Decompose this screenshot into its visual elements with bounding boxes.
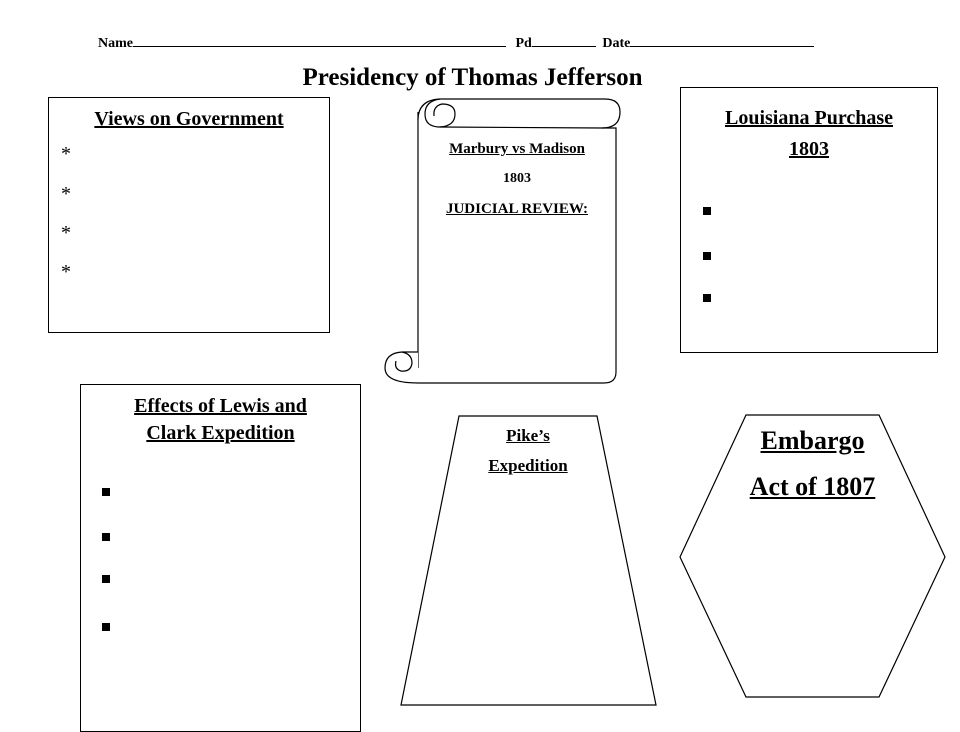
judicial-review-label: JUDICIAL REVIEW: (445, 201, 589, 217)
views-bullet-4: * (61, 261, 71, 283)
lewis-clark-box: Effects of Lewis and Clark Expedition (80, 384, 361, 732)
louisiana-purchase-year: 1803 (789, 138, 829, 160)
name-blank[interactable] (133, 33, 506, 47)
period-label: Pd (515, 36, 532, 51)
name-label: Name (98, 36, 133, 51)
lewis-clark-bullet-2 (102, 533, 110, 541)
louisiana-bullet-1 (703, 207, 711, 215)
views-bullet-3: * (61, 222, 71, 244)
lewis-clark-bullet-1 (102, 488, 110, 496)
embargo-title-line1: Embargo (760, 426, 865, 455)
pike-title-line1: Pike’s (506, 426, 550, 445)
marbury-year: 1803 (503, 171, 531, 186)
date-label: Date (602, 36, 631, 51)
date-blank[interactable] (630, 33, 815, 47)
page-title: Presidency of Thomas Jefferson (302, 64, 643, 91)
lewis-clark-title-line2: Clark Expedition (146, 422, 295, 444)
pike-title-line2: Expedition (488, 456, 568, 475)
marbury-title: Marbury vs Madison (449, 141, 585, 157)
lewis-clark-bullet-4 (102, 623, 110, 631)
worksheet-header: Name Pd Date (98, 33, 815, 52)
lewis-clark-title-line1: Effects of Lewis and (134, 395, 307, 417)
embargo-title-line2: Act of 1807 (749, 472, 876, 501)
views-bullet-1: * (61, 143, 71, 165)
louisiana-purchase-box: Louisiana Purchase 1803 (680, 87, 938, 353)
views-on-government-title: Views on Government (94, 108, 284, 130)
period-blank[interactable] (531, 33, 596, 47)
louisiana-bullet-2 (703, 252, 711, 260)
louisiana-purchase-title: Louisiana Purchase (725, 107, 893, 129)
views-on-government-box: Views on Government * * * * (48, 97, 330, 333)
views-bullet-2: * (61, 183, 71, 205)
lewis-clark-bullet-3 (102, 575, 110, 583)
louisiana-bullet-3 (703, 294, 711, 302)
